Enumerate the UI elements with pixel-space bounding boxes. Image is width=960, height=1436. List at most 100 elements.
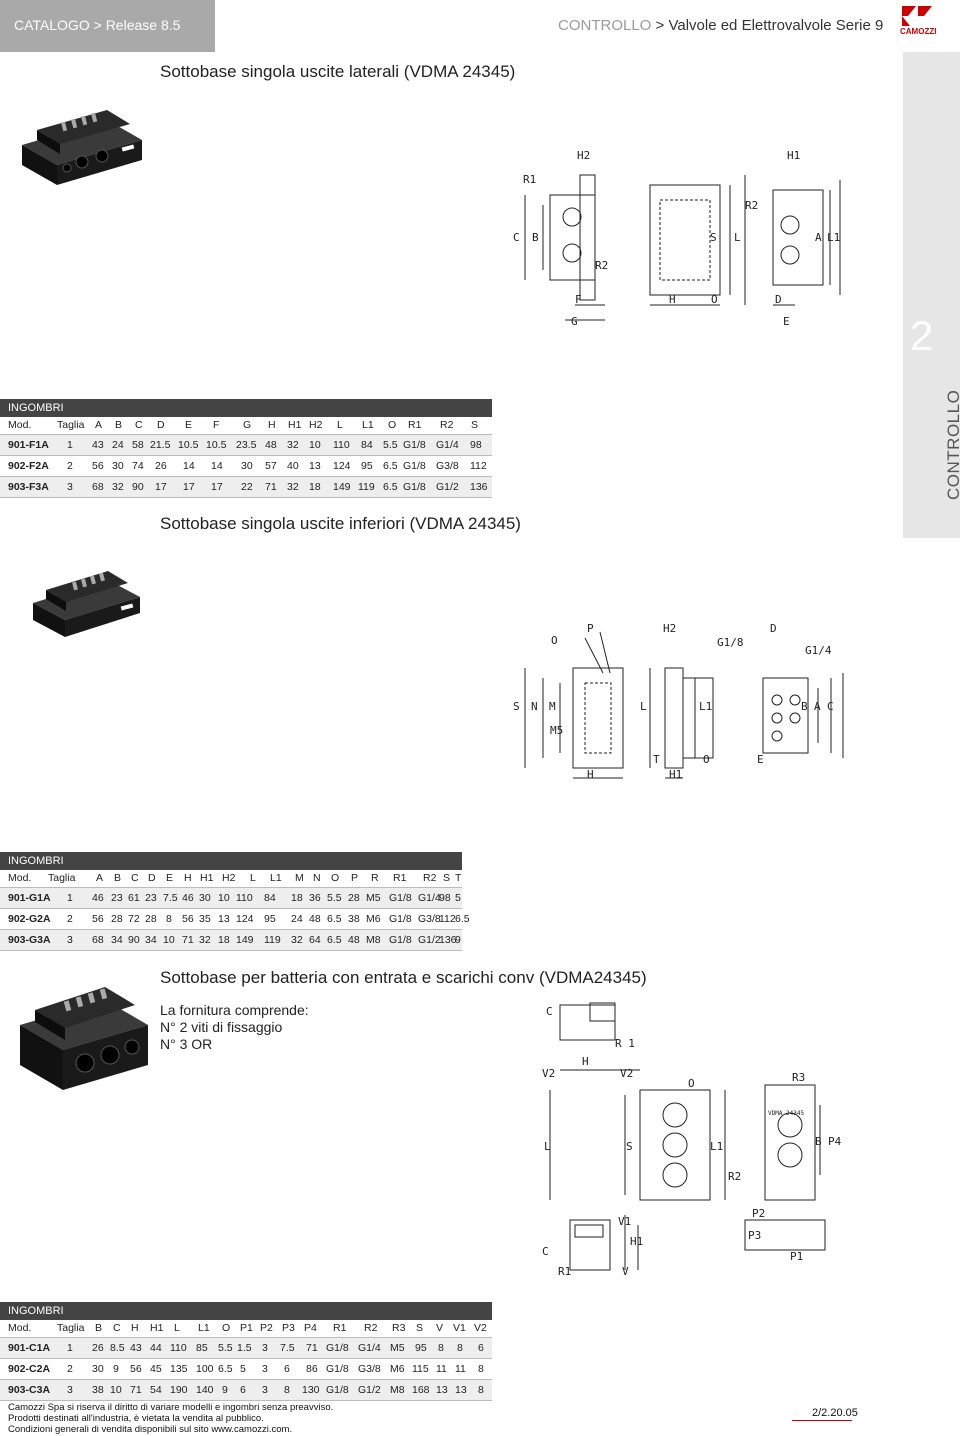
table-cell: 90 — [132, 481, 144, 493]
table-cell: G1/8 — [389, 913, 412, 925]
table-cell: L1 — [198, 1322, 210, 1334]
table-row: 903-C3A 3 38 10 71 54 190 140 9 6 3 8 13… — [0, 1380, 492, 1401]
table-cell: 68 — [92, 481, 104, 493]
table-cell: 901-G1A — [8, 892, 51, 904]
table-cell: 95 — [415, 1342, 427, 1354]
table-row: 902-G2A 2 56 28 72 28 8 56 35 13 124 95 … — [0, 909, 470, 930]
table-cell: 5.5 — [327, 892, 342, 904]
table-cell: G1/2 — [358, 1384, 381, 1396]
table-cell: 85 — [196, 1342, 208, 1354]
table-cell: 84 — [264, 892, 276, 904]
table-cell: 32 — [112, 481, 124, 493]
table-cell: 902-G2A — [8, 913, 51, 925]
table-cell: 32 — [287, 439, 299, 451]
table-cell: 13 — [455, 1384, 467, 1396]
table-cell: 38 — [92, 1384, 104, 1396]
table-row: 903-F3A 3 68 32 90 17 17 17 22 71 32 18 … — [0, 477, 492, 498]
table-cell: 56 — [92, 913, 104, 925]
table-cell: H1 — [150, 1322, 164, 1334]
section-2-title: Sottobase singola uscite inferiori (VDMA… — [160, 514, 521, 533]
table-cell: 10.5 — [178, 439, 199, 451]
product-image-lateral-base — [22, 110, 142, 185]
table-cell: 5.5 — [383, 439, 398, 451]
dim-label: O — [551, 634, 558, 647]
table-cell: 21.5 — [150, 439, 171, 451]
dim-label: L1 — [710, 1140, 723, 1153]
dim-label: E — [783, 315, 790, 328]
table-cell: 124 — [236, 913, 254, 925]
table-cell: 28 — [111, 913, 123, 925]
table-cell: G1/4 — [418, 892, 441, 904]
table-cell: Taglia — [48, 872, 76, 884]
table-cell: 30 — [241, 460, 253, 472]
table-cell: H — [184, 872, 192, 884]
table-cell: 110 — [170, 1342, 187, 1354]
dim-label: C — [827, 700, 834, 713]
table-cell: G3/8 — [418, 913, 441, 925]
table-cell: 130 — [302, 1384, 320, 1396]
table-cell: O — [222, 1322, 231, 1334]
table-cell: 71 — [130, 1384, 142, 1396]
dimensions-table-3: INGOMBRI Mod. Taglia B C H H1 L L1 O P1 … — [0, 1302, 492, 1401]
table-cell: G1/4 — [436, 439, 459, 451]
dim-label: L — [544, 1140, 551, 1153]
dim-label: C — [542, 1245, 549, 1258]
table-cell: 32 — [199, 934, 211, 946]
dim-label: G — [571, 315, 578, 328]
table-cell: 2 — [67, 1363, 73, 1375]
table-cell: 71 — [265, 481, 277, 493]
dim-label: H1 — [630, 1235, 643, 1248]
table-cell: E — [166, 872, 174, 884]
table-cell: P3 — [282, 1322, 295, 1334]
table-heading: INGOMBRI — [0, 1302, 492, 1320]
table-cell: 36 — [309, 892, 321, 904]
table-cell: 10.5 — [206, 439, 227, 451]
table-cell: 40 — [287, 460, 299, 472]
table-cell: 95 — [264, 913, 276, 925]
table-cell: 23 — [111, 892, 123, 904]
table-cell: V — [436, 1322, 444, 1334]
table-cell: 3 — [67, 481, 73, 493]
table-cell: Mod. — [8, 872, 32, 884]
table-cell: 1 — [67, 439, 73, 451]
table-cell: 8 — [478, 1384, 484, 1396]
footer-line: Camozzi Spa si riserva il diritto di var… — [8, 1402, 334, 1413]
table-cell: 902-F2A — [8, 460, 49, 472]
table-cell: 23 — [145, 892, 157, 904]
table-cell: 72 — [128, 913, 140, 925]
table-cell: 1.5 — [237, 1342, 252, 1354]
table-cell: 115 — [412, 1363, 429, 1375]
includes-item: N° 2 viti di fissaggio — [160, 1019, 283, 1035]
table-cell: 43 — [130, 1342, 142, 1354]
table-cell: 7.5 — [163, 892, 178, 904]
column-header: D — [157, 419, 165, 431]
column-header: Taglia — [57, 419, 85, 431]
table-cell: 136 — [470, 481, 488, 493]
dim-label: VDMA 24345 — [768, 1110, 805, 1117]
table-cell: 17 — [183, 481, 195, 493]
table-cell: 6.5 — [218, 1363, 233, 1375]
table-row: 902-C2A 2 30 9 56 45 135 100 6.5 5 3 6 8… — [0, 1359, 492, 1380]
column-header: H1 — [288, 419, 302, 431]
footer-line: Prodotti destinati all'industria, è viet… — [8, 1413, 264, 1424]
table-cell: 135 — [170, 1363, 188, 1375]
table-cell: 22 — [241, 481, 253, 493]
table-row: 901-G1A 1 46 23 61 23 7.5 46 30 10 110 8… — [0, 888, 462, 909]
dim-label: O — [703, 753, 710, 766]
table-cell: 903-G3A — [8, 934, 51, 946]
table-cell: P2 — [260, 1322, 273, 1334]
table-cell: 6.5 — [383, 481, 398, 493]
column-header: L — [337, 419, 343, 431]
table-cell: 149 — [333, 481, 351, 493]
table-cell: 10 — [218, 892, 230, 904]
dim-label: R3 — [792, 1071, 805, 1084]
table-cell: 3 — [262, 1384, 268, 1396]
table-cell: 14 — [211, 460, 223, 472]
section-1-title: Sottobase singola uscite laterali (VDMA … — [160, 62, 516, 81]
table-cell: H1 — [200, 872, 214, 884]
dim-label: H1 — [669, 768, 682, 781]
dim-label: P2 — [752, 1207, 765, 1220]
dim-label: B — [532, 231, 539, 244]
breadcrumb: CATALOGO > Release 8.5 — [14, 17, 181, 33]
table-cell: 48 — [265, 439, 277, 451]
